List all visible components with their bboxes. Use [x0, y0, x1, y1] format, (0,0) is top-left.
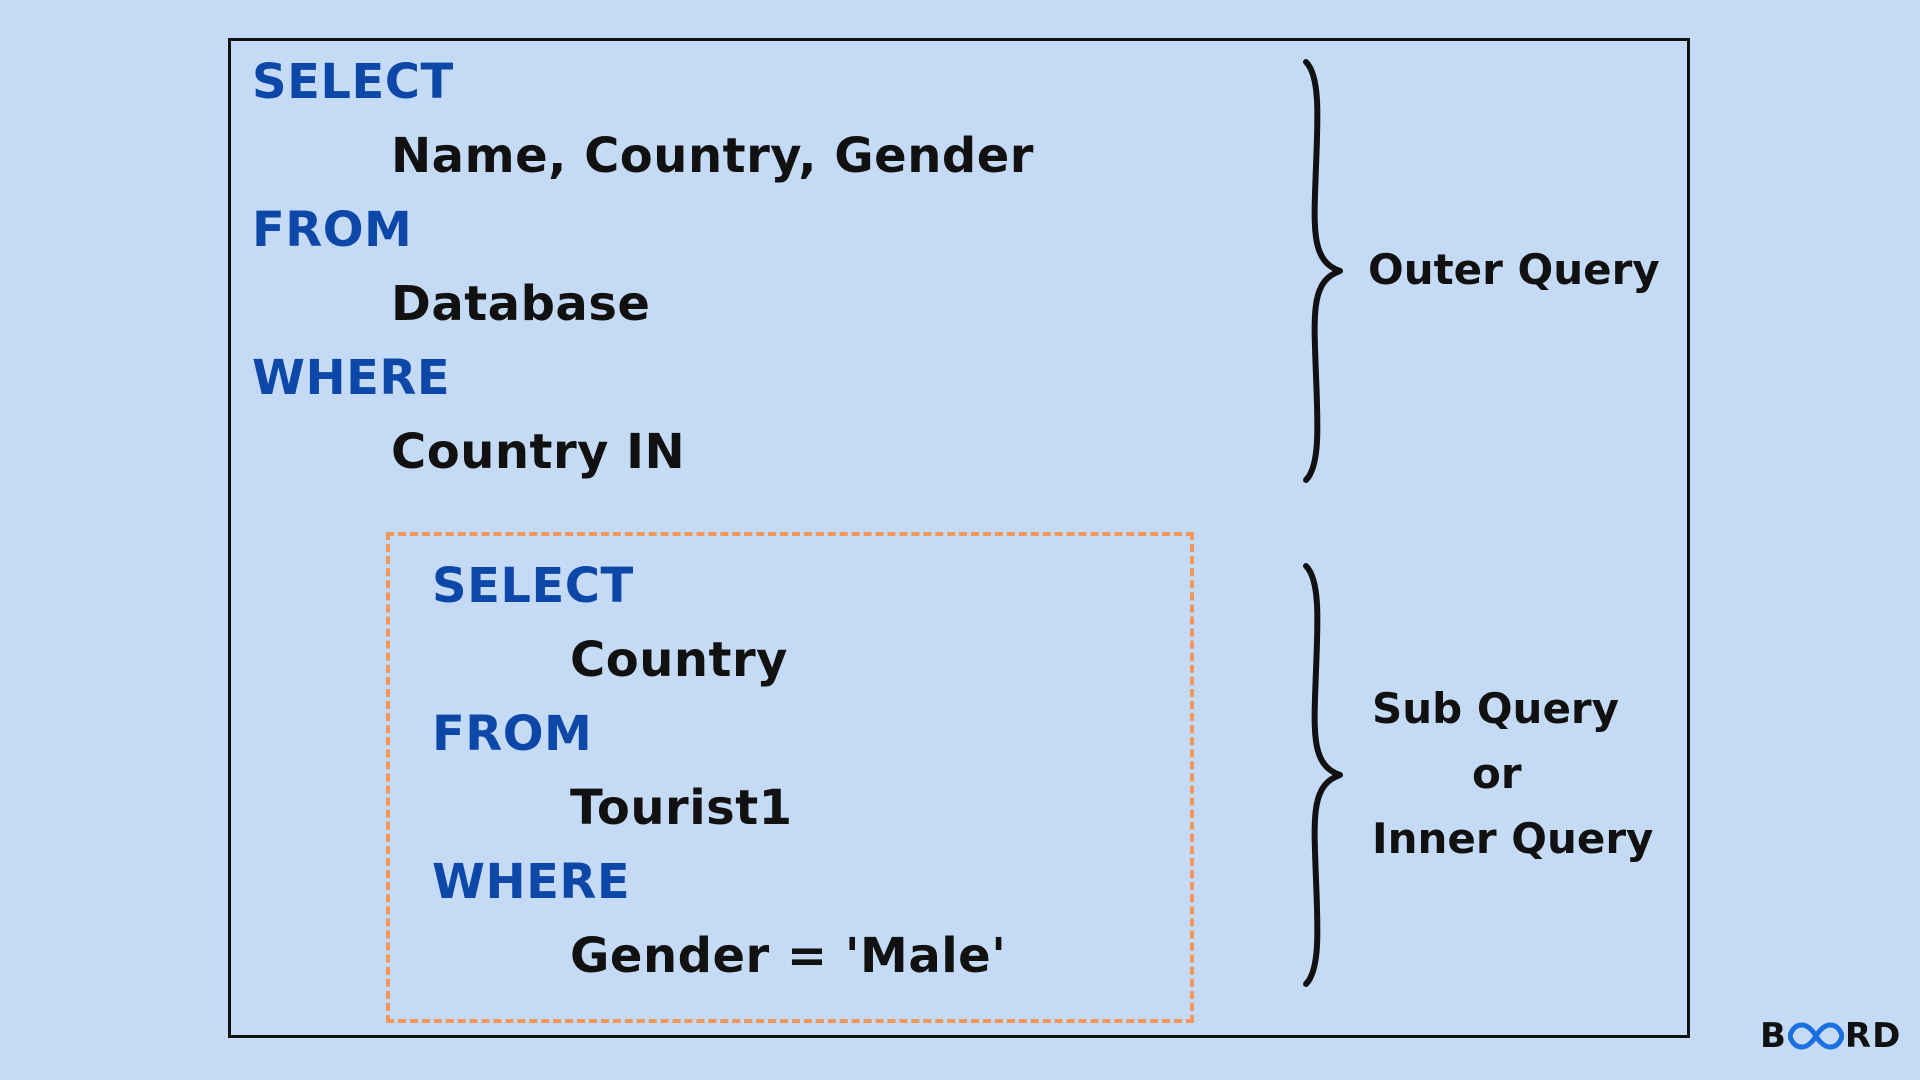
outer-from-table: Database	[391, 276, 651, 332]
sub-where-keyword: WHERE	[432, 854, 631, 910]
outer-where-keyword: WHERE	[252, 350, 451, 406]
sub-query-box	[386, 532, 1194, 1023]
sub-query-brace	[1303, 563, 1343, 987]
outer-query-box	[228, 38, 1690, 1038]
sub-query-label-line3: Inner Query	[1372, 814, 1654, 863]
outer-query-brace	[1303, 59, 1343, 483]
outer-where-condition: Country IN	[391, 424, 686, 480]
logo-text-prefix: B	[1760, 1016, 1787, 1056]
sub-where-condition: Gender = 'Male'	[570, 928, 1007, 984]
outer-from-keyword: FROM	[252, 202, 413, 258]
outer-query-label: Outer Query	[1368, 245, 1660, 294]
outer-select-columns: Name, Country, Gender	[391, 128, 1034, 184]
outer-select-keyword: SELECT	[252, 54, 454, 110]
sub-from-table: Tourist1	[570, 780, 793, 836]
sub-from-keyword: FROM	[432, 706, 593, 762]
board-logo: B RD	[1760, 1014, 1901, 1058]
sub-query-label-line2: or	[1472, 749, 1522, 798]
sub-query-label-line1: Sub Query	[1372, 684, 1620, 733]
sub-select-keyword: SELECT	[432, 558, 634, 614]
logo-text-suffix: RD	[1844, 1016, 1902, 1056]
sub-select-columns: Country	[570, 632, 788, 688]
infinity-loop-icon	[1787, 1022, 1844, 1050]
